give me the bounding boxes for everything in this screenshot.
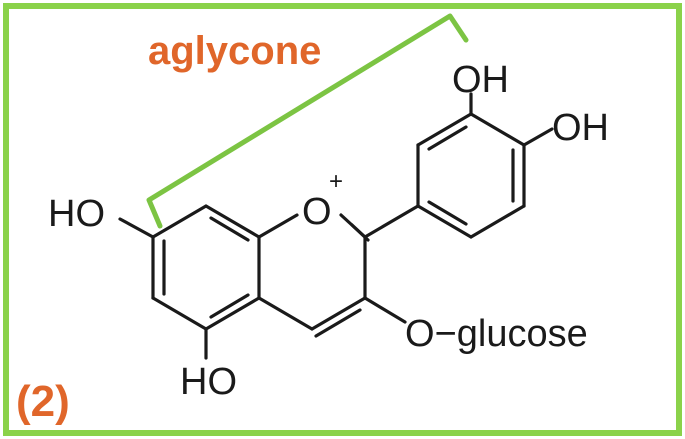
atom-ring-oxygen: O bbox=[302, 191, 332, 233]
figure-number-label: (2) bbox=[16, 377, 70, 426]
aglycone-label: aglycone bbox=[148, 29, 321, 73]
ring-b bbox=[363, 112, 526, 239]
atom-o-glucose: O−glucose bbox=[405, 313, 588, 355]
atom-oh-right: OH bbox=[552, 107, 609, 149]
atom-ho-left: HO bbox=[48, 193, 105, 235]
ring-a bbox=[151, 204, 261, 331]
atom-ho-bottom: HO bbox=[180, 361, 237, 403]
substituent-bonds bbox=[118, 92, 554, 360]
atom-oh-top: OH bbox=[452, 59, 509, 101]
aglycone-bracket bbox=[146, 13, 469, 229]
ring-c bbox=[257, 213, 370, 338]
atom-ring-oxygen-charge: + bbox=[329, 168, 343, 195]
frame-border bbox=[3, 3, 682, 436]
